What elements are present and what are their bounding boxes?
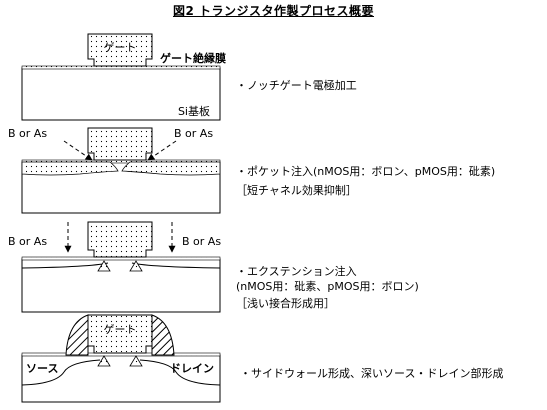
step3-caption: ・エクステンション注入 (nMOS用：砒素、pMOS用：ボロン) ［浅い接合形成… xyxy=(236,264,419,311)
implant-species-left: B or As xyxy=(8,127,47,140)
notch-gate xyxy=(87,221,153,258)
pocket-left xyxy=(97,260,111,272)
notch-gate xyxy=(87,127,153,161)
notch-gate xyxy=(87,33,153,67)
implant-species-right: B or As xyxy=(182,235,221,248)
step2-structure: B or As B or As xyxy=(8,127,221,214)
figure-title: 図2 トランジスタ作製プロセス概要 xyxy=(172,4,375,18)
substrate-label: Si基板 xyxy=(178,104,210,118)
pocket-right xyxy=(129,260,143,272)
gate-insulator-label: ゲート絶縁膜 xyxy=(160,51,226,65)
gate-label: ゲート xyxy=(104,41,137,54)
notch-gate xyxy=(87,314,153,354)
substrate xyxy=(21,67,221,121)
caption-line: ・サイドウォール形成、深いソース・ドレイン部形成 xyxy=(240,367,504,380)
step2-caption: ・ポケット注入(nMOS用：ボロン、pMOS用：砒素) ［短チャネル効果抑制］ xyxy=(236,164,495,198)
implant-species-left: B or As xyxy=(8,235,47,248)
source-label: ソース xyxy=(26,362,58,375)
sidewall-spacer xyxy=(65,314,89,356)
step3-structure: B or As B or As xyxy=(8,221,221,313)
implant-arrow-left xyxy=(63,140,93,161)
implant-species-right: B or As xyxy=(174,127,213,140)
caption-line: ・ノッチゲート電極加工 xyxy=(236,79,357,92)
caption-line: (nMOS用：砒素、pMOS用：ボロン) xyxy=(236,280,419,293)
deep-source-junction xyxy=(21,359,101,386)
pocket-right xyxy=(129,355,143,367)
deep-drain-junction xyxy=(139,359,221,386)
substrate xyxy=(21,354,221,403)
pocket-implant-right xyxy=(121,161,221,176)
drain-label: ドレイン xyxy=(170,362,214,375)
caption-line: ［浅い接合形成用］ xyxy=(236,297,335,310)
implant-arrow-right xyxy=(147,140,177,161)
step4-structure: ゲート ソース ドレイン xyxy=(21,314,221,403)
pocket-left xyxy=(97,355,111,367)
step1-caption: ・ノッチゲート電極加工 xyxy=(236,78,357,93)
caption-line: ［短チャネル効果抑制］ xyxy=(236,184,357,197)
substrate xyxy=(21,258,221,313)
pocket-implant-left xyxy=(21,161,119,176)
caption-line: ・ポケット注入(nMOS用：ボロン、pMOS用：砒素) xyxy=(236,165,496,178)
sidewall-spacer xyxy=(151,314,175,356)
gate-label: ゲート xyxy=(104,323,137,336)
step4-caption: ・サイドウォール形成、深いソース・ドレイン部形成 xyxy=(240,366,503,381)
caption-line: ・エクステンション注入 xyxy=(236,265,357,278)
step1-structure: ゲート ゲート絶縁膜 Si基板 xyxy=(21,33,226,121)
